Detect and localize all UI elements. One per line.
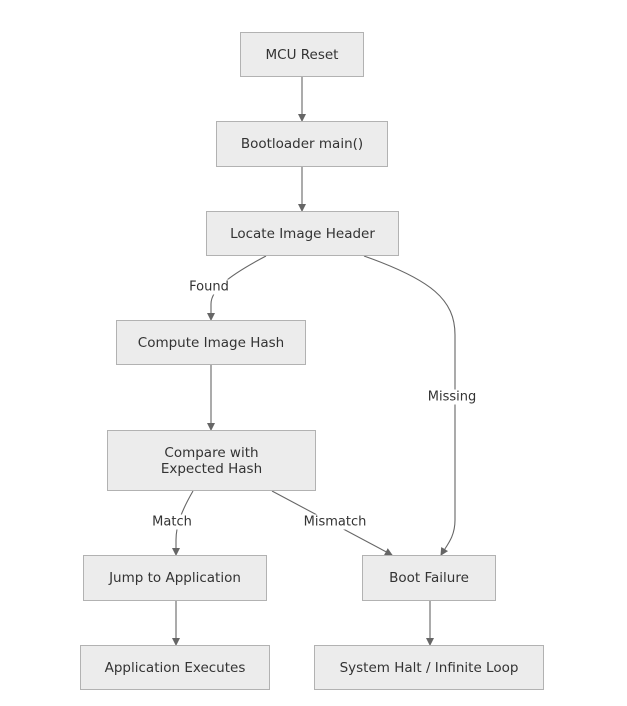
node-bootloader-main: Bootloader main() bbox=[216, 121, 388, 167]
edge-label-match: Match bbox=[151, 514, 193, 530]
node-application-executes: Application Executes bbox=[80, 645, 270, 690]
node-mcu-reset: MCU Reset bbox=[240, 32, 364, 77]
edge-locate-to-failure bbox=[363, 255, 456, 556]
node-system-halt: System Halt / Infinite Loop bbox=[314, 645, 544, 690]
node-locate-image-header: Locate Image Header bbox=[206, 211, 399, 256]
edge-label-found: Found bbox=[188, 279, 230, 295]
node-compute-image-hash: Compute Image Hash bbox=[116, 320, 306, 365]
node-boot-failure: Boot Failure bbox=[362, 555, 496, 601]
node-jump-to-application: Jump to Application bbox=[83, 555, 267, 601]
edge-label-mismatch: Mismatch bbox=[302, 514, 368, 530]
edge-label-missing: Missing bbox=[426, 389, 478, 405]
node-compare-expected-hash: Compare with Expected Hash bbox=[107, 430, 316, 491]
